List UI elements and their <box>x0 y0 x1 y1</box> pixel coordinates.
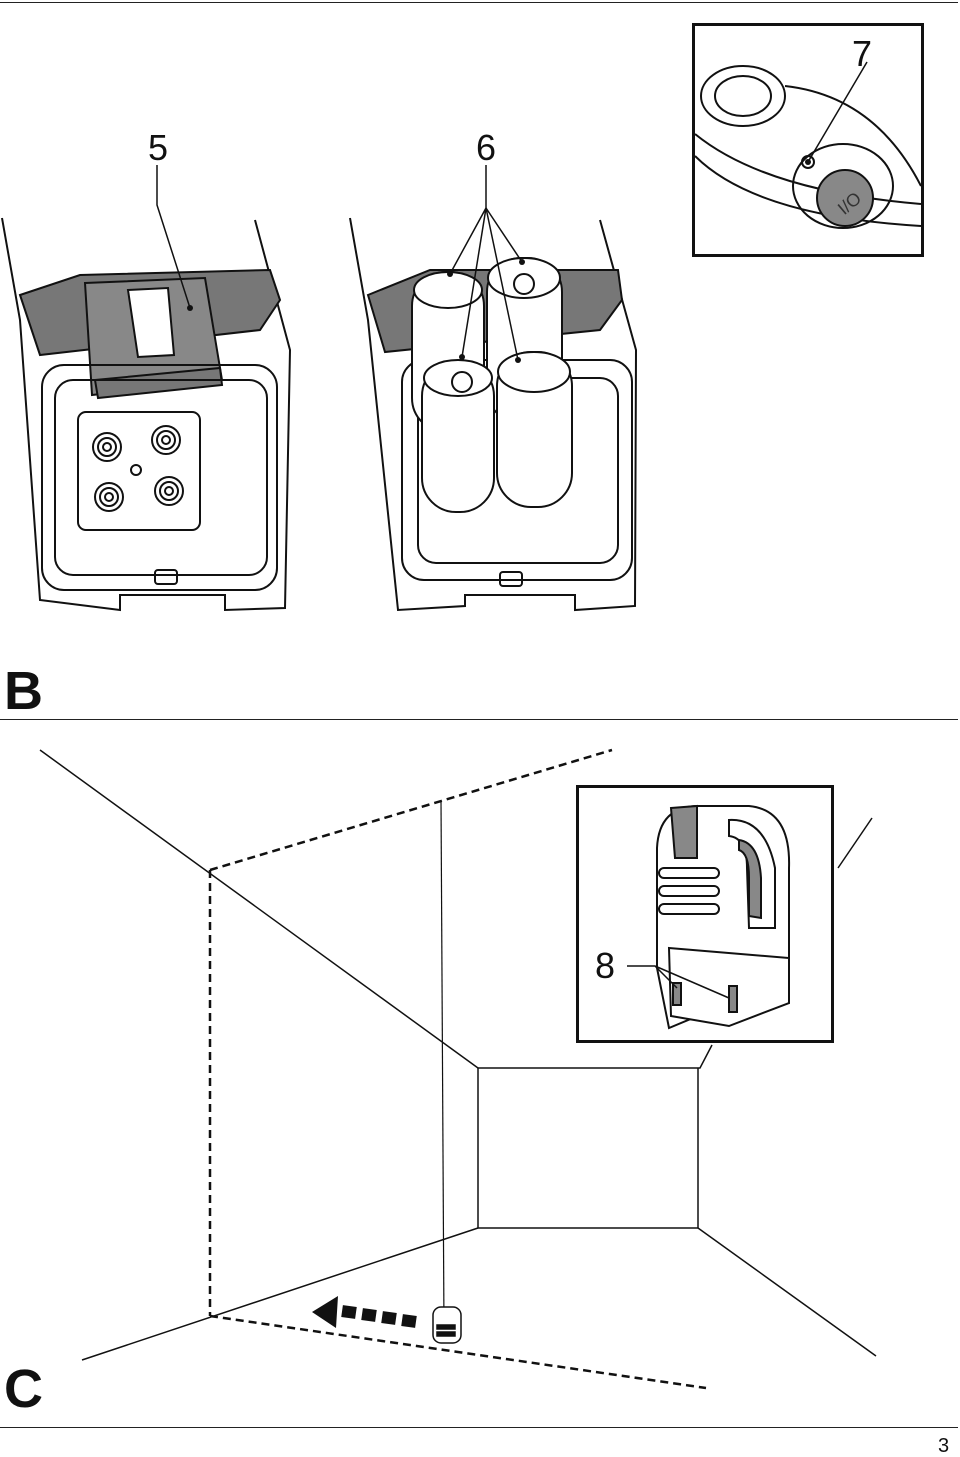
direction-arrow <box>312 1296 417 1328</box>
callout-8: 8 <box>595 945 616 986</box>
callout-7: 7 <box>852 33 873 74</box>
callout-5: 5 <box>148 127 169 168</box>
top-rule <box>0 2 958 3</box>
laser-device-drawing <box>627 804 791 1030</box>
callout-6-leaders <box>449 165 523 361</box>
page-number: 3 <box>938 1435 950 1457</box>
figure-c-room-illustration <box>39 748 877 1390</box>
figure-b-label: B <box>4 661 43 721</box>
battery-cover-open-drawing <box>1 217 292 612</box>
figure-b-divider <box>0 719 958 720</box>
figure-b-illustration <box>1 165 638 612</box>
battery-contact-springs <box>92 425 184 512</box>
callout-8-leader <box>627 965 730 999</box>
figure-c-label: C <box>4 1359 43 1419</box>
footer-divider <box>0 1427 958 1428</box>
callout-7-leader <box>807 61 868 163</box>
inset-power-switch: I/O <box>692 23 924 257</box>
laser-device-small <box>432 1306 462 1344</box>
batteries-inserted-drawing <box>349 217 638 612</box>
callout-6: 6 <box>476 127 497 168</box>
inset-laser-device <box>576 785 834 1043</box>
callout-5-leader <box>156 165 191 309</box>
power-switch-drawing: I/O <box>695 61 921 229</box>
